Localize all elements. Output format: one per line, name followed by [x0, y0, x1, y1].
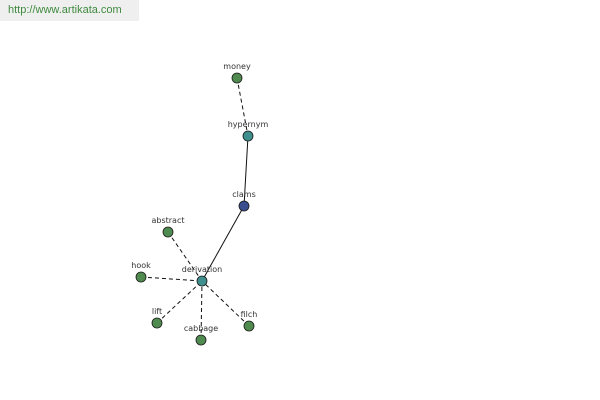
node-filch-label: filch: [241, 310, 258, 319]
edge-hypernym-clams: [243, 135, 249, 207]
node-abstract-circle[interactable]: [162, 226, 174, 238]
node-money[interactable]: money: [223, 62, 251, 84]
node-hypernym[interactable]: hypernym: [228, 120, 269, 142]
node-abstract-label: abstract: [151, 216, 184, 225]
edge-lift-derivation: [156, 280, 203, 324]
node-hypernym-label: hypernym: [228, 120, 269, 129]
node-cabbage-label: cabbage: [184, 324, 218, 333]
node-cabbage-circle[interactable]: [195, 334, 207, 346]
node-filch[interactable]: filch: [241, 310, 258, 332]
node-lift-label: lift: [152, 307, 162, 316]
node-abstract[interactable]: abstract: [151, 216, 185, 238]
node-lift[interactable]: lift: [151, 307, 163, 329]
node-clams-label: clams: [232, 190, 255, 199]
edge-abstract-derivation: [167, 231, 203, 282]
node-filch-circle[interactable]: [243, 320, 255, 332]
node-clams[interactable]: clams: [232, 190, 256, 212]
node-money-circle[interactable]: [231, 72, 243, 84]
edge-clams-derivation: [201, 205, 245, 282]
node-derivation-label: derivation: [182, 265, 222, 274]
edge-cabbage-derivation: [200, 280, 203, 341]
node-cabbage[interactable]: cabbage: [184, 324, 218, 346]
node-money-label: money: [223, 62, 251, 71]
node-hook-label: hook: [131, 261, 151, 270]
graph-edges: [140, 77, 250, 341]
url-banner: http://www.artikata.com: [0, 0, 139, 21]
edge-hook-derivation: [140, 276, 203, 282]
node-derivation[interactable]: derivation: [182, 265, 222, 287]
site-url-link[interactable]: http://www.artikata.com: [8, 4, 122, 16]
graph-nodes: money hypernym clams derivation abstract hook…: [131, 62, 269, 346]
node-hypernym-circle[interactable]: [242, 130, 254, 142]
node-hook[interactable]: hook: [131, 261, 151, 283]
edge-money-hypernym: [236, 77, 249, 137]
node-hook-circle[interactable]: [135, 271, 147, 283]
node-derivation-circle[interactable]: [196, 275, 208, 287]
edge-filch-derivation: [201, 280, 250, 327]
node-clams-circle[interactable]: [238, 200, 250, 212]
node-lift-circle[interactable]: [151, 317, 163, 329]
